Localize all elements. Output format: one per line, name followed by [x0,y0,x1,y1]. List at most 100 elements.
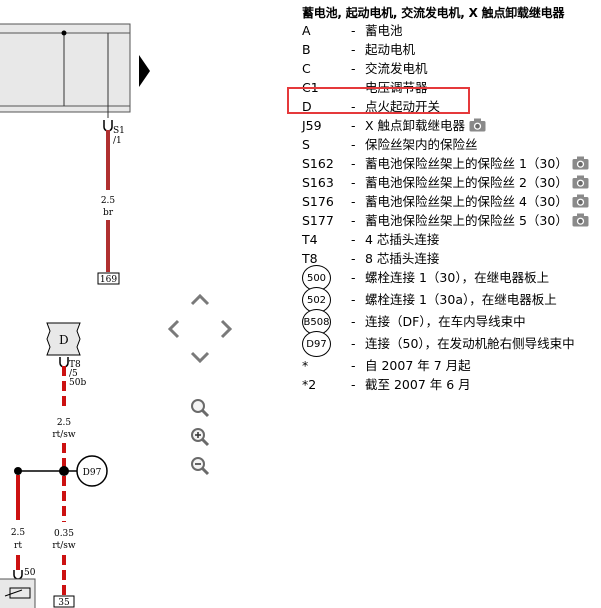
camera-icon[interactable] [469,118,486,137]
legend-separator: - [351,194,356,209]
wire-rt-size: 2.5 [11,528,26,538]
fuse-relay-panel [0,23,131,113]
legend-separator: - [351,270,356,285]
legend-description: 4 芯插头连接 [365,232,440,247]
legend-code: D [302,99,312,114]
legend-description: 截至 2007 年 6 月 [365,377,471,392]
ref-169: 169 [100,275,117,285]
zoom-out-button[interactable] [188,454,212,478]
legend-separator: - [351,377,356,392]
legend-description: 螺栓连接 1（30），在继电器板上 [365,270,550,285]
ref-35: 35 [58,598,70,608]
legend-code: S177 [302,213,334,228]
legend-description: 连接（50），在发动机舱右侧导线束中 [365,336,575,351]
legend-code: B [302,42,311,57]
connector-s1-pin: /1 [113,136,122,146]
connector-t8-icon [59,357,69,368]
pan-right-button[interactable] [218,318,234,340]
zoom-out-icon [191,457,210,476]
legend-item: A-蓄电池 [302,21,601,40]
wiring-diagram: S1 /1 2.5 br 169 D T8 /5 50b 2.5 rt/sw D… [0,23,150,608]
legend-item: D -点火起动开关 [302,97,601,116]
legend-description: X 触点卸载继电器 [365,118,466,133]
legend-item: S -保险丝架内的保险丝 [302,135,601,154]
legend-description: 连接（DF），在车内导线束中 [365,314,526,329]
magnifier-icon [191,399,210,418]
chevron-down-icon [190,351,210,363]
legend-code: C [302,61,311,76]
connector-s1-icon [103,120,113,132]
zoom-fit-button[interactable] [188,396,212,420]
page-arrow-icon[interactable] [139,55,150,87]
chevron-left-icon [168,319,180,339]
legend-description: 8 芯插头连接 [365,251,440,266]
ignition-switch-label: D [59,333,69,347]
legend-item: J59 -X 触点卸载继电器 [302,116,601,135]
legend-code: *2 [302,377,317,392]
legend-item: D97 -连接（50），在发动机舱右侧导线束中 [302,331,601,357]
legend-separator: - [351,292,356,307]
legend-separator: - [351,232,356,247]
terminal-50-label: 50 [24,568,36,578]
legend-description: 蓄电池 [365,23,403,38]
legend-separator: - [351,137,356,152]
connector-t8-label: T8 [69,360,81,370]
legend-description: 蓄电池保险丝架上的保险丝 1（30） [365,156,568,171]
wire-rt-sw-color: rt/sw [52,430,76,440]
zoom-in-button[interactable] [188,425,212,449]
ignition-switch-d [46,322,81,356]
wire-rt-color: rt [14,541,22,551]
legend-separator: - [351,358,356,373]
legend-circle-code: 500 [302,265,331,291]
legend-description: 交流发电机 [365,61,428,76]
legend-circle-code: B508 [302,309,331,335]
legend-separator: - [351,213,356,228]
legend-item: T8 -8 芯插头连接 [302,249,601,268]
camera-icon[interactable] [572,175,589,194]
legend-separator: - [351,336,356,351]
camera-icon[interactable] [572,213,589,232]
legend-item: *2 -截至 2007 年 6 月 [302,375,601,394]
legend-description: 螺栓连接 1（30a），在继电器板上 [365,292,557,307]
pan-left-button[interactable] [166,318,182,340]
legend-item: S176-蓄电池保险丝架上的保险丝 4（30） [302,192,601,211]
legend-separator: - [351,156,356,171]
legend-separator: - [351,175,356,190]
connector-t8-pin: /5 [69,369,78,379]
wire-rt-sw-lower-color: rt/sw [52,541,76,551]
legend-description: 蓄电池保险丝架上的保险丝 4（30） [365,194,568,209]
legend-separator: - [351,118,356,133]
legend-description: 起动电机 [365,42,416,57]
wire-br-color: br [103,208,114,218]
connector-t8-term: 50b [69,378,86,388]
legend-item: C -交流发电机 [302,59,601,78]
legend-code: S163 [302,175,334,190]
legend-item: *-自 2007 年 7 月起 [302,356,601,375]
legend-item: 500 -螺栓连接 1（30），在继电器板上 [302,265,601,291]
legend-item: S177-蓄电池保险丝架上的保险丝 5（30） [302,211,601,230]
legend-description: 点火起动开关 [365,99,441,114]
chevron-up-icon [190,294,210,306]
wire-rt-sw-lower-size: 0.35 [54,529,74,539]
camera-icon[interactable] [572,194,589,213]
legend-code: * [302,358,309,373]
wire-br-size: 2.5 [101,196,116,206]
legend-separator: - [351,251,356,266]
legend-code: J59 [302,118,322,133]
legend-item: S162-蓄电池保险丝架上的保险丝 1（30） [302,154,601,173]
legend-separator: - [351,99,356,114]
legend-code: T4 [302,232,318,247]
starter-b-box [0,578,36,608]
legend-item: T4 -4 芯插头连接 [302,230,601,249]
legend-item: S163-蓄电池保险丝架上的保险丝 2（30） [302,173,601,192]
camera-icon[interactable] [572,156,589,175]
legend-code: S [302,137,310,152]
pan-up-button[interactable] [189,292,211,308]
legend-separator: - [351,42,356,57]
legend-code: T8 [302,251,318,266]
legend-description: 保险丝架内的保险丝 [365,137,478,152]
legend-circle-code: D97 [302,331,331,357]
legend-separator: - [351,61,356,76]
pan-down-button[interactable] [189,349,211,365]
